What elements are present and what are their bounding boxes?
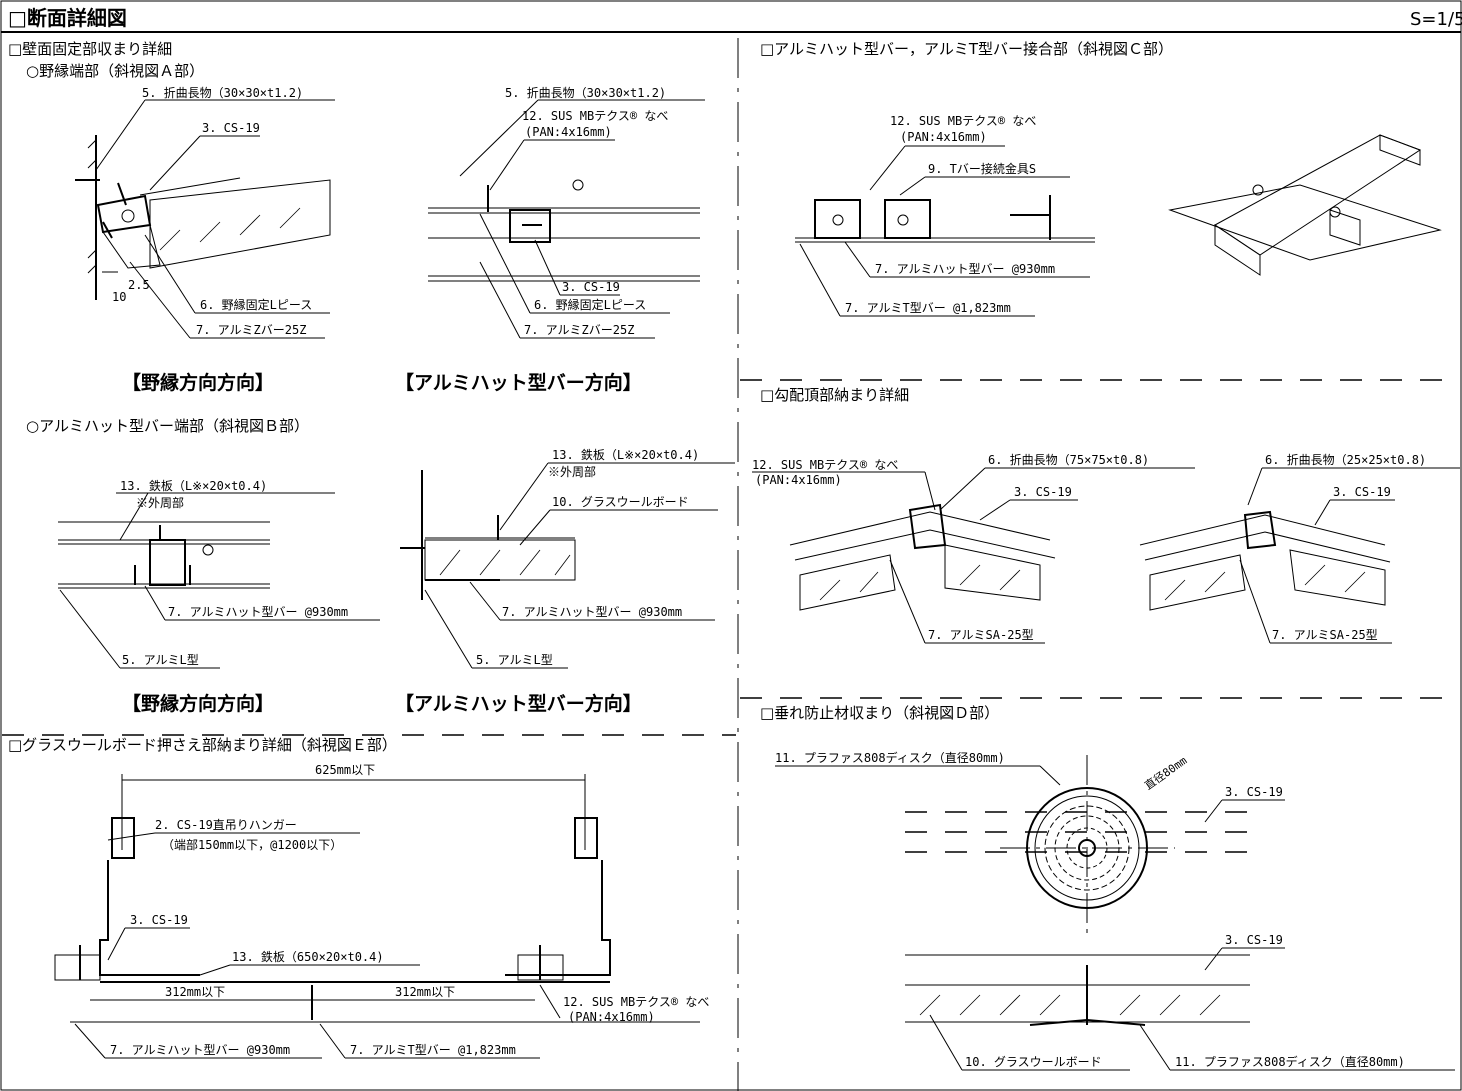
ridge-section-title: □勾配頂部納まり詳細 (760, 386, 909, 404)
joint-section-drawing (795, 195, 1095, 243)
a2-label-3: 3. CS-19 (562, 280, 620, 294)
a1-label-3: 3. CS-19 (202, 121, 260, 135)
scale-label: S=1/5 (1410, 9, 1462, 30)
ridge-label-7b: 7. アルミSA-25型 (1272, 628, 1378, 642)
wall-sub-b: ○アルミハット型バー端部（斜視図Ｂ部） (26, 417, 309, 435)
b1-label-7: 7. アルミハット型バー @930mm (168, 605, 348, 619)
glass-label-12a: 12. SUS MBテクス® なべ (563, 995, 709, 1009)
joint-label-12b: (PAN:4x16mm) (900, 130, 987, 144)
joint-section-title: □アルミハット型バー，アルミT型バー接合部（斜視図Ｃ部） (760, 40, 1173, 58)
a1-label-7: 7. アルミZバー25Z (196, 323, 306, 337)
b1-label-5: 5. アルミL型 (122, 653, 199, 667)
a2-label-12a: 12. SUS MBテクス® なべ (522, 109, 668, 123)
b2-label-13b: ※外周部 (548, 464, 596, 479)
sag-label-3b: 3. CS-19 (1225, 933, 1283, 947)
joint-label-9: 9. Tバー接続金具S (928, 161, 1036, 176)
a2-label-12b: (PAN:4x16mm) (525, 125, 612, 139)
glass-dim-625: 625mm以下 (315, 763, 375, 777)
glass-label-3: 3. CS-19 (130, 913, 188, 927)
detail-a2 (428, 179, 700, 282)
glass-label-7b: 7. アルミT型バー @1,823mm (350, 1043, 516, 1057)
ridge-label-3a: 3. CS-19 (1014, 485, 1072, 499)
a2-label-6: 6. 野縁固定Lピース (534, 297, 646, 312)
b1-label-13b: ※外周部 (136, 495, 184, 510)
disk-diameter-label: 直径80mm (1142, 753, 1190, 792)
ridge-label-7a: 7. アルミSA-25型 (928, 628, 1034, 642)
joint-label-7b: 7. アルミT型バー @1,823mm (845, 301, 1011, 315)
wall-sub-a: ○野縁端部（斜視図Ａ部） (26, 62, 204, 80)
sag-section-title: □垂れ防止材収まり（斜視図Ｄ部） (760, 704, 999, 722)
sag-label-11a: 11. プラファス808ディスク（直径80mm) (775, 750, 1005, 765)
sag-label-10: 10. グラスウールボード (965, 1055, 1102, 1069)
caption-b2: 【アルミハット型バー方向】 (395, 692, 642, 715)
glass-label-7a: 7. アルミハット型バー @930mm (110, 1043, 290, 1057)
glass-label-2a: 2. CS-19直吊りハンガー (155, 818, 297, 832)
caption-a1: 【野縁方向方向】 (122, 371, 274, 394)
a2-label-7: 7. アルミZバー25Z (524, 323, 634, 337)
glass-hanger-drawing (54, 817, 700, 1023)
a2-label-5: 5. 折曲長物（30×30×t1.2) (505, 85, 666, 100)
glass-label-2b: （端部150mm以下，@1200以下） (162, 837, 342, 852)
glass-label-12b: (PAN:4x16mm) (568, 1010, 655, 1024)
sheet-title: □断面詳細図 (8, 6, 127, 30)
a1-dim-25: 2.5 (128, 278, 150, 292)
joint-isometric-drawing (1168, 134, 1442, 276)
a1-label-6: 6. 野縁固定Lピース (200, 297, 312, 312)
glass-dim-312b: 312mm以下 (395, 985, 455, 999)
b2-label-5: 5. アルミL型 (476, 653, 553, 667)
detail-a1 (75, 135, 331, 300)
b2-label-13a: 13. 鉄板（L※×20×t0.4) (552, 447, 699, 462)
sag-label-3a: 3. CS-19 (1225, 785, 1283, 799)
glass-dim-312a: 312mm以下 (165, 985, 225, 999)
sag-label-11b: 11. プラファス808ディスク（直径80mm) (1175, 1054, 1405, 1069)
ridge-drawing-2 (1139, 510, 1391, 611)
detail-b2 (400, 470, 576, 600)
ridge-drawing-1 (789, 503, 1056, 611)
ridge-label-12b: (PAN:4x16mm) (755, 473, 842, 487)
detail-b1 (58, 521, 270, 589)
b2-label-10: 10. グラスウールボード (552, 495, 689, 509)
ridge-label-6a: 6. 折曲長物（75×75×t0.8) (988, 452, 1149, 467)
wall-section-title: □壁面固定部収まり詳細 (8, 40, 172, 58)
b2-label-7: 7. アルミハット型バー @930mm (502, 605, 682, 619)
a1-dim-10: 10 (112, 290, 126, 304)
joint-label-12a: 12. SUS MBテクス® なべ (890, 114, 1036, 128)
ridge-label-3b: 3. CS-19 (1333, 485, 1391, 499)
joint-label-7a: 7. アルミハット型バー @930mm (875, 262, 1055, 276)
glass-label-13: 13. 鉄板（650×20×t0.4) (232, 949, 384, 964)
a1-label-5: 5. 折曲長物（30×30×t1.2) (142, 85, 303, 100)
board-section-drawing (919, 965, 1221, 1026)
ridge-label-12a: 12. SUS MBテクス® なべ (752, 458, 898, 472)
b1-label-13a: 13. 鉄板（L※×20×t0.4) (120, 478, 267, 493)
glass-section-title: □グラスウールボード押さえ部納まり詳細（斜視図Ｅ部） (8, 736, 397, 754)
disk-drawing (905, 755, 1250, 935)
caption-b1: 【野縁方向方向】 (122, 692, 274, 715)
ridge-label-6b: 6. 折曲長物（25×25×t0.8) (1265, 452, 1426, 467)
caption-a2: 【アルミハット型バー方向】 (395, 371, 642, 394)
